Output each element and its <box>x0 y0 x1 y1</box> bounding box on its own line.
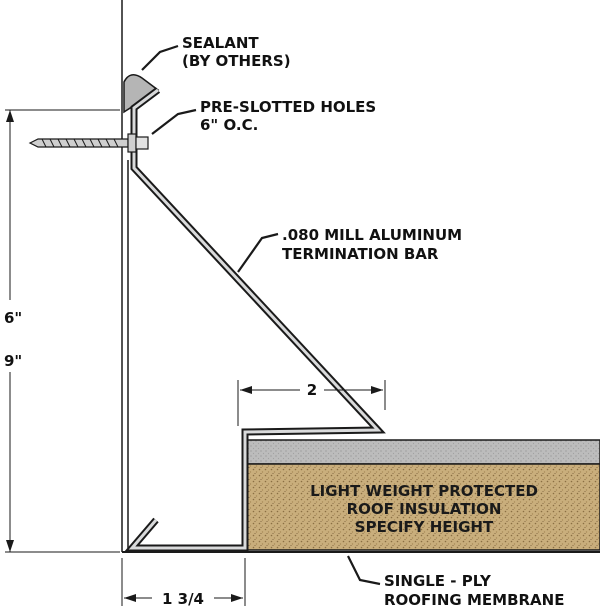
base-dimension <box>121 558 246 606</box>
insulation-label-3: SPECIFY HEIGHT <box>355 518 494 536</box>
base-width-label: 1 3/4 <box>162 590 204 608</box>
screw-icon <box>28 133 149 153</box>
roof-insulation <box>244 463 600 551</box>
insulation-label-1: LIGHT WEIGHT PROTECTED <box>310 482 538 500</box>
step-width-label: 2 <box>307 381 317 399</box>
sealant-label-2: (BY OTHERS) <box>182 52 291 70</box>
holes-leader <box>151 108 197 135</box>
bar-leader <box>237 232 279 273</box>
height-dimension <box>5 109 120 553</box>
holes-label-1: PRE-SLOTTED HOLES <box>200 98 376 116</box>
cover-board <box>244 439 600 465</box>
membrane-label-2: ROOFING MEMBRANE <box>384 591 564 609</box>
bar-label-2: TERMINATION BAR <box>282 245 439 263</box>
holes-label-2: 6" O.C. <box>200 116 258 134</box>
height-inner-label: 6" <box>4 309 22 327</box>
membrane-label-1: SINGLE - PLY <box>384 572 492 590</box>
membrane-leader <box>347 555 381 586</box>
insulation-label-2: ROOF INSULATION <box>347 500 502 518</box>
height-outer-label: 9" <box>4 352 22 370</box>
sealant-leader <box>141 44 179 71</box>
sealant-bead <box>123 74 160 114</box>
bar-label-1: .080 MILL ALUMINUM <box>282 226 462 244</box>
step-dimension <box>237 380 386 426</box>
sealant-label-1: SEALANT <box>182 34 259 52</box>
